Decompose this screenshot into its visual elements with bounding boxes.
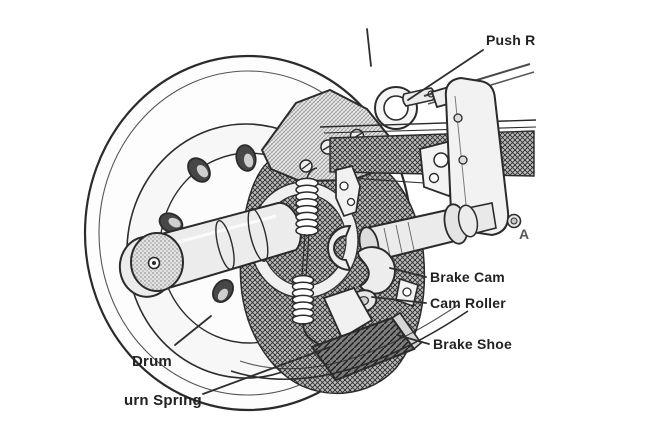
shoe-web (322, 286, 374, 340)
camshaft (358, 202, 497, 263)
leader-brake-cam (389, 267, 427, 278)
label-brake-cam: Brake Cam (430, 269, 505, 285)
leader-lines (174, 28, 484, 395)
label-push-rod: Push R (486, 32, 536, 48)
leader-top (366, 28, 372, 67)
leader-brake-shoe (396, 334, 430, 345)
push-rod-clevis (374, 63, 535, 130)
label-brake-shoe: Brake Shoe (433, 336, 513, 352)
axle-spindle (118, 201, 302, 298)
label-cam-roller: Cam Roller (430, 295, 506, 311)
leader-push-rod (407, 49, 484, 101)
leader-drum (174, 315, 212, 346)
label-return-spring: urn Spring (124, 392, 202, 409)
shoe-table-arc (230, 310, 469, 380)
shoe-lining (310, 316, 416, 382)
return-spring (291, 167, 325, 347)
flange-bolt-holes (158, 144, 257, 304)
label-partial-a: A (519, 226, 530, 242)
leader-cam-roller (371, 296, 427, 304)
spring-anchor-bracket (335, 164, 361, 218)
label-drum: Drum (132, 353, 172, 370)
leader-return-spring (202, 346, 331, 395)
brake-shoe (230, 277, 469, 382)
